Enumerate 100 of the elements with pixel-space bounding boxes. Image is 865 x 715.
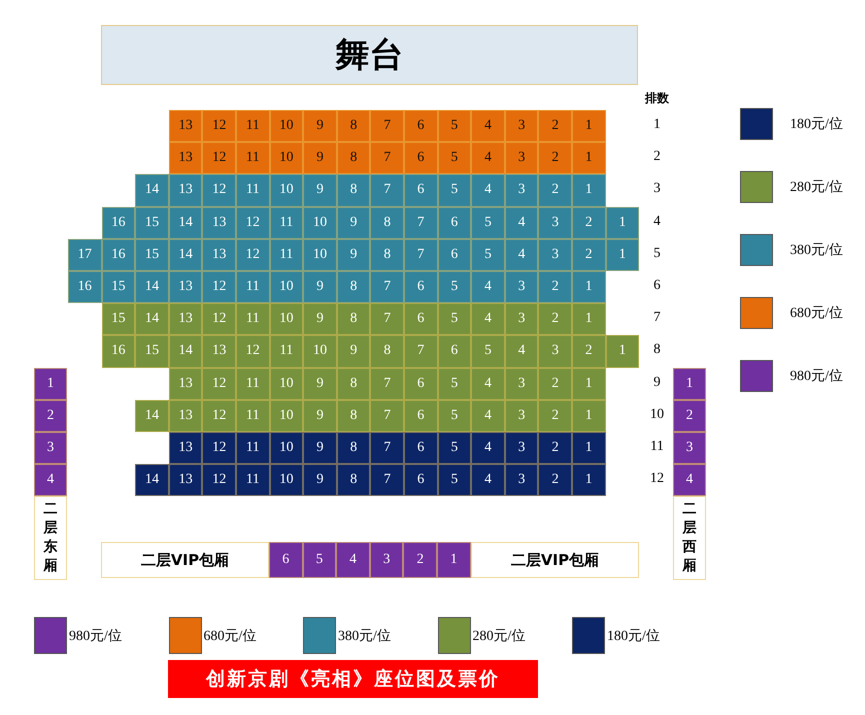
seat: 15 (102, 271, 136, 304)
seat: 3 (504, 271, 538, 304)
seat: 4 (471, 110, 505, 142)
row-number: 9 (652, 374, 662, 391)
seat: 16 (68, 271, 102, 304)
seat: 1 (572, 400, 606, 432)
seat: 4 (471, 174, 505, 207)
seat: 2 (538, 368, 572, 400)
row-number: 2 (652, 149, 662, 166)
legend-label: 680元/位 (790, 304, 843, 322)
seat: 9 (303, 464, 337, 496)
seat: 4 (471, 432, 505, 464)
seat: 6 (404, 303, 438, 336)
seat: 14 (135, 271, 169, 304)
column-header: 排数 (644, 90, 670, 107)
seat: 14 (135, 464, 169, 496)
seat: 10 (303, 335, 337, 368)
seat: 9 (336, 238, 370, 271)
seat: 3 (538, 335, 572, 368)
seat: 6 (404, 174, 438, 207)
seat: 8 (336, 303, 370, 336)
seat: 3 (504, 432, 538, 464)
seat: 6 (404, 271, 438, 304)
seat: 13 (202, 206, 236, 239)
seat: 7 (370, 174, 404, 207)
seat: 8 (336, 400, 370, 432)
box-seat: 3 (34, 432, 67, 464)
seat: 11 (270, 335, 304, 368)
vip-box-section: 二层VIP包厢 (101, 542, 269, 578)
seat: 1 (572, 174, 606, 207)
seat: 10 (303, 238, 337, 271)
seat: 11 (236, 432, 270, 464)
seat: 3 (504, 110, 538, 142)
row-number: 3 (652, 181, 662, 198)
seat: 8 (336, 464, 370, 496)
seat: 7 (370, 142, 404, 174)
seat: 2 (538, 110, 572, 142)
seat: 5 (438, 400, 472, 432)
seat: 4 (471, 368, 505, 400)
row-number: 4 (652, 214, 662, 230)
legend-label: 980元/位 (790, 368, 843, 385)
seat: 10 (270, 400, 304, 432)
seat: 6 (404, 464, 438, 496)
seat: 5 (471, 206, 505, 239)
seat: 13 (168, 110, 202, 142)
seat: 4 (504, 335, 538, 368)
seat: 7 (370, 464, 404, 496)
box-seat: 3 (370, 542, 404, 578)
seat: 14 (135, 303, 169, 336)
seat: 5 (438, 368, 472, 400)
seat: 9 (303, 368, 337, 400)
seat: 9 (303, 271, 337, 304)
box-seat: 1 (673, 368, 706, 400)
seat: 11 (270, 206, 304, 239)
seat: 2 (572, 238, 606, 271)
seat: 4 (504, 238, 538, 271)
seat: 10 (270, 174, 304, 207)
seat: 5 (471, 238, 505, 271)
seat: 13 (202, 335, 236, 368)
seat: 14 (135, 400, 169, 432)
seat: 15 (135, 238, 169, 271)
seat: 5 (438, 303, 472, 336)
seat: 9 (303, 110, 337, 142)
box-seat: 6 (269, 542, 303, 578)
seat: 6 (438, 206, 472, 239)
seat: 1 (606, 238, 640, 271)
seat: 9 (303, 432, 337, 464)
seat: 12 (202, 464, 236, 496)
legend-label: 280元/位 (790, 178, 843, 196)
box-seat: 3 (673, 432, 706, 464)
seat: 10 (270, 464, 304, 496)
seat: 13 (168, 432, 202, 464)
seat: 14 (168, 206, 202, 239)
seat: 9 (303, 400, 337, 432)
seat: 8 (336, 110, 370, 142)
seat: 3 (538, 206, 572, 239)
seat: 2 (538, 400, 572, 432)
legend-label: 380元/位 (338, 628, 391, 645)
seat: 7 (370, 432, 404, 464)
seat: 7 (370, 271, 404, 304)
seat: 4 (471, 303, 505, 336)
stage-area: 舞台 (101, 25, 638, 85)
seat: 12 (236, 335, 270, 368)
seat: 12 (202, 174, 236, 207)
seat: 2 (538, 271, 572, 304)
box-seat: 1 (437, 542, 471, 578)
seat: 10 (270, 368, 304, 400)
seat: 1 (572, 271, 606, 304)
seat: 13 (168, 400, 202, 432)
seat: 6 (404, 432, 438, 464)
seat: 11 (236, 400, 270, 432)
seat: 2 (572, 206, 606, 239)
seat: 3 (504, 368, 538, 400)
box-section: 二层西厢 (673, 496, 706, 580)
seat: 17 (68, 238, 102, 271)
seat: 2 (538, 432, 572, 464)
seat: 15 (135, 335, 169, 368)
box-section: 二层东厢 (34, 496, 67, 580)
seat: 11 (236, 110, 270, 142)
seat: 13 (168, 464, 202, 496)
